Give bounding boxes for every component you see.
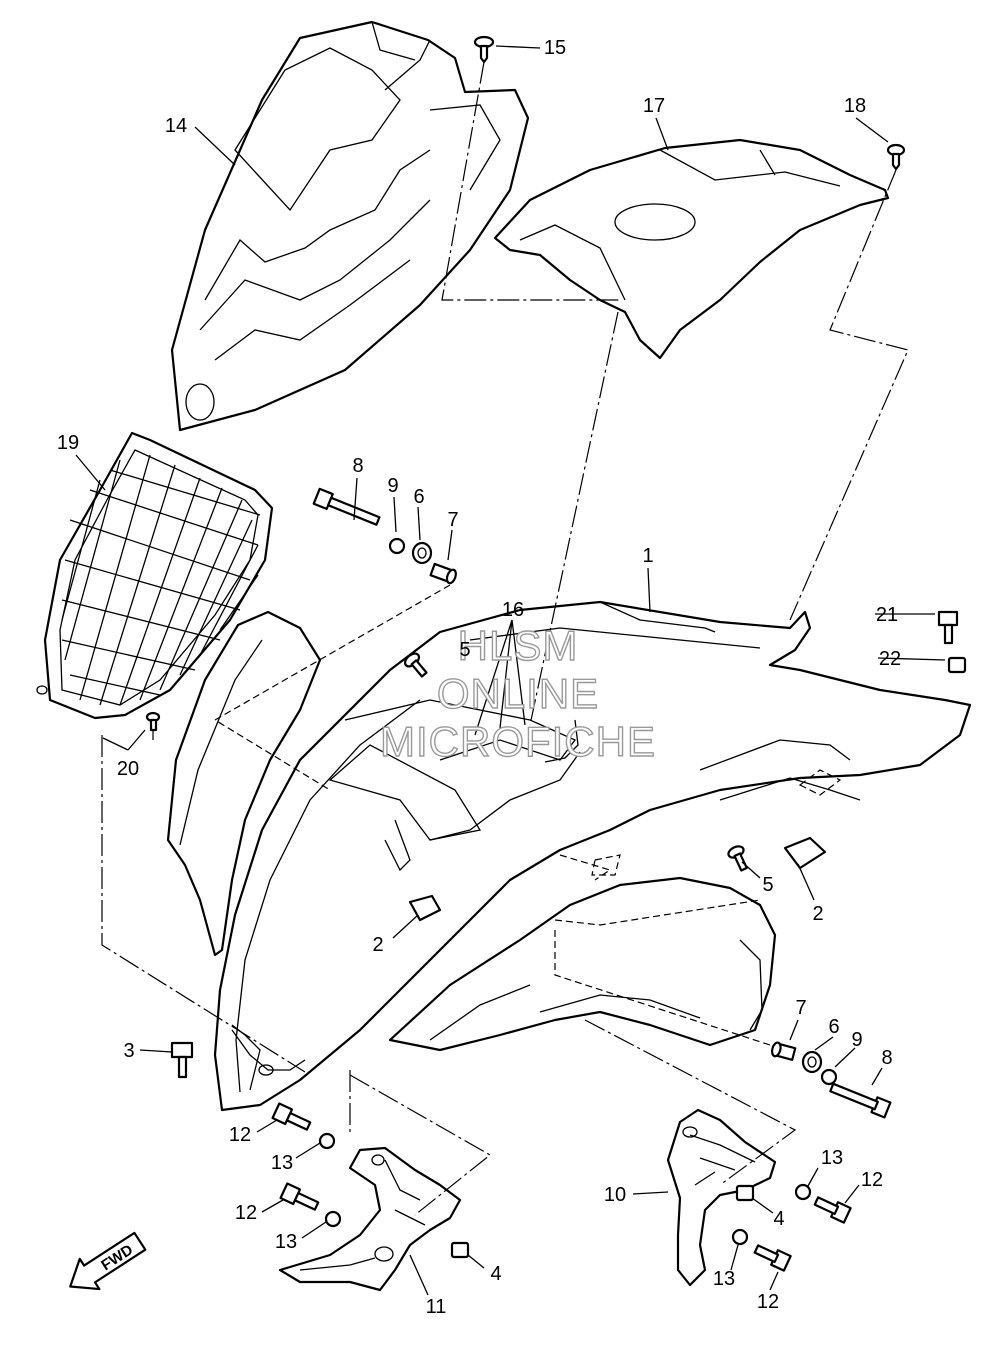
callout-6-lower: 6 [828, 1016, 839, 1038]
grille-mesh [61, 454, 261, 706]
watermark-line-1: HLSM [458, 622, 579, 669]
callout-12-c: 12 [861, 1169, 883, 1191]
callout-8-upper: 8 [352, 455, 363, 477]
front-fender-part [166, 600, 972, 1112]
callout-11: 11 [426, 1296, 447, 1318]
callout-13-c: 13 [821, 1147, 843, 1169]
callout-7-lower: 7 [795, 997, 806, 1019]
callout-8-lower: 8 [881, 1047, 892, 1069]
callout-15: 15 [544, 37, 566, 59]
callout-12-a: 12 [229, 1124, 251, 1146]
callout-21: 21 [876, 604, 898, 626]
callout-22: 22 [879, 648, 901, 670]
callout-19: 19 [57, 432, 79, 454]
callout-20: 20 [117, 758, 139, 780]
callout-6-upper: 6 [413, 486, 424, 508]
callout-12-b: 12 [235, 1202, 257, 1224]
callout-5-lower: 5 [762, 874, 773, 896]
callout-12-d: 12 [757, 1291, 779, 1313]
callout-5-upper: 5 [459, 639, 470, 661]
top-cover-part [493, 138, 890, 360]
front-cover-part [170, 20, 530, 432]
callout-1: 1 [642, 545, 653, 567]
fasteners [145, 35, 967, 1272]
callout-18: 18 [844, 95, 866, 117]
callout-13-b: 13 [275, 1231, 297, 1253]
bracket-left-part [278, 1146, 462, 1292]
leader-lines [75, 45, 946, 1296]
watermark-line-2: ONLINE [437, 670, 599, 717]
callout-3: 3 [123, 1040, 134, 1062]
callout-9-lower: 9 [851, 1029, 862, 1051]
callout-13-d: 13 [713, 1268, 735, 1290]
callout-17: 17 [643, 95, 665, 117]
callout-16: 16 [502, 599, 524, 621]
callout-10: 10 [604, 1184, 626, 1206]
bracket-right-part [666, 1108, 777, 1287]
callout-2-left: 2 [372, 934, 383, 956]
callout-4-left: 4 [490, 1263, 501, 1285]
watermark-line-3: MICROFICHE [380, 718, 656, 765]
assembly-lines [101, 61, 909, 1216]
callout-9-upper: 9 [387, 475, 398, 497]
callout-7-upper: 7 [447, 509, 458, 531]
callout-4-right: 4 [773, 1208, 784, 1230]
callout-14: 14 [165, 115, 187, 137]
callout-labels: 14 15 17 18 19 8 9 6 7 1 16 5 21 22 20 5… [57, 37, 901, 1318]
fwd-arrow-icon: FWD [69, 1231, 147, 1291]
callout-13-a: 13 [271, 1152, 293, 1174]
watermark: HLSM ONLINE MICROFICHE [379, 621, 656, 765]
grille-part [36, 431, 274, 720]
callout-2-right: 2 [812, 903, 823, 925]
